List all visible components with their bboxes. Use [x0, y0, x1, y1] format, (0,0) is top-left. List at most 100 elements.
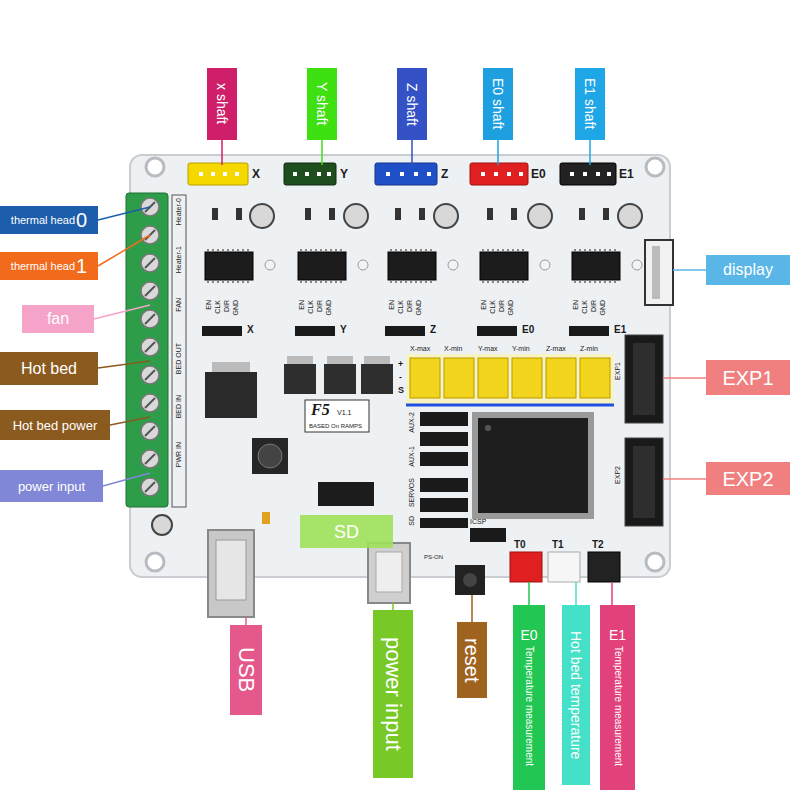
pin: [317, 172, 321, 176]
callout-text: thermal head: [11, 215, 75, 226]
callout-text: power input: [18, 480, 85, 493]
mcu-chip: [478, 418, 588, 513]
leader-line: [663, 478, 706, 480]
silkscreen-label: GND: [415, 300, 422, 316]
silkscreen-label: X-min: [444, 345, 462, 352]
test-pad: [448, 260, 458, 270]
endstop-connector: [512, 358, 542, 398]
silkscreen-label: Z-min: [580, 345, 598, 352]
connector-pins: [199, 172, 611, 176]
callout-box: E0Temperature measurement: [513, 605, 545, 790]
silkscreen-label: CLK: [489, 300, 496, 314]
silkscreen-label: +: [398, 360, 403, 369]
logo-patch: [305, 400, 369, 432]
jumper-header: [295, 326, 335, 336]
chip-leg: [482, 281, 526, 283]
icsp-header: [470, 528, 506, 542]
bottom-parts: [208, 530, 620, 617]
capacitor: [344, 204, 368, 228]
endstop-connector: [478, 358, 508, 398]
smd-part: [212, 208, 218, 220]
leader-line: [575, 582, 577, 605]
screw: [141, 450, 159, 468]
fuse: [262, 512, 270, 524]
silkscreen-label: ICSP: [470, 518, 486, 525]
mounting-hole: [146, 553, 164, 571]
callout-text: x shaft: [215, 83, 229, 124]
leader-line: [663, 377, 706, 379]
endstop-connector: [444, 358, 474, 398]
callout-box: power input: [373, 610, 413, 778]
callout-text: power input: [382, 637, 404, 751]
screw: [141, 394, 159, 412]
smd-part: [236, 208, 242, 220]
silkscreen-label: PWR IN: [175, 442, 182, 467]
capacitor: [528, 204, 552, 228]
callout-text: Temperature measurement: [524, 646, 534, 766]
leader-line: [471, 595, 473, 622]
aux-header: [420, 518, 468, 528]
thermistor-connector: [510, 552, 542, 582]
motor-connector: [284, 163, 336, 185]
leader-line: [589, 140, 591, 165]
silkscreen-label: CLK: [307, 300, 314, 314]
terminal-body: [126, 193, 168, 507]
leader-line: [411, 140, 413, 165]
motor-connector: [560, 163, 616, 185]
test-pad: [632, 260, 642, 270]
silkscreen-label: Y: [340, 168, 348, 180]
silkscreen-label: CLK: [581, 300, 588, 314]
silkscreen-label: E1: [619, 168, 634, 180]
silkscreen-label: T0: [514, 540, 526, 550]
leader-line: [528, 582, 530, 605]
silkscreen-label: BASED On RAMPS: [309, 423, 362, 429]
silkscreen-label: BED OUT: [175, 343, 182, 374]
usb-port-inner: [216, 540, 246, 600]
callout-box: E1Temperature measurement: [600, 605, 635, 790]
leader-line: [673, 269, 706, 271]
screw-slot: [145, 286, 155, 296]
silkscreen-label: Y: [340, 325, 347, 335]
screw-slot: [145, 398, 155, 408]
callout-text: 1: [76, 256, 87, 276]
chip-leg: [207, 281, 251, 283]
callout-text: Z shaft: [405, 83, 419, 126]
pin: [507, 172, 511, 176]
callout-text: Hot bed temperature: [569, 631, 583, 759]
callout-box: Z shaft: [397, 68, 427, 140]
screw: [141, 366, 159, 384]
silkscreen-label: DIR: [223, 300, 230, 312]
mosfet-tab: [327, 356, 353, 364]
callout-text: Y shaft: [315, 82, 329, 125]
silkscreen-label: BED IN: [175, 395, 182, 418]
capacitor: [250, 204, 274, 228]
silkscreen-label: X-max: [410, 345, 430, 352]
smd-part: [511, 208, 517, 220]
leader-line: [221, 140, 223, 165]
reset-button: [455, 565, 485, 595]
jumper-header: [202, 326, 242, 336]
aux-header: [420, 432, 468, 446]
silkscreen-label: DIR: [590, 300, 597, 312]
silkscreen-label: EN: [388, 300, 395, 310]
test-pads: [265, 260, 642, 270]
screw-slot: [145, 426, 155, 436]
silkscreen-label: X: [247, 325, 254, 335]
silkscreen-label: E1: [614, 325, 626, 335]
callout-box: USB: [230, 625, 262, 715]
screw: [141, 338, 159, 356]
leader-line: [98, 235, 150, 266]
pin: [211, 172, 215, 176]
capacitor: [152, 515, 172, 535]
leader-line: [98, 207, 150, 220]
screw: [141, 282, 159, 300]
driver-chip: [298, 252, 346, 280]
pin: [596, 172, 600, 176]
silkscreen-label: FAN: [175, 298, 182, 312]
mosfet-tab: [287, 356, 313, 364]
silkscreen-label: Z-max: [546, 345, 566, 352]
callout-text: E1 shaft: [583, 78, 597, 129]
silkscreen-label: Y-min: [512, 345, 530, 352]
screw-slot: [145, 314, 155, 324]
callout-text: E0 shaft: [491, 78, 505, 129]
